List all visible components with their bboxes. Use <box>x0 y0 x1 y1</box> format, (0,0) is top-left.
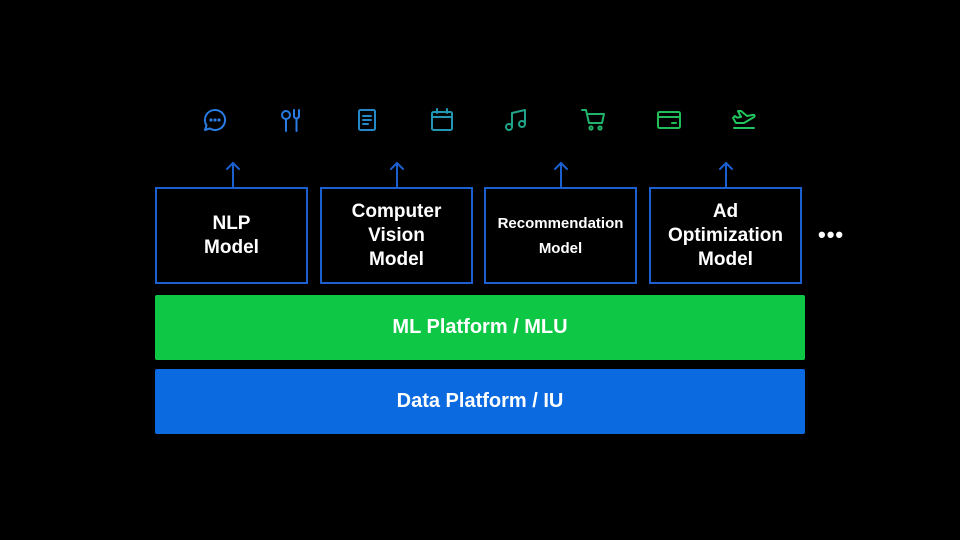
nlp-model-box: NLP Model <box>155 187 308 284</box>
music-note-icon <box>503 107 529 133</box>
data-platform-bar: Data Platform / IU <box>155 369 805 434</box>
chat-bubble-icon <box>202 107 228 133</box>
airplane-icon <box>731 107 757 133</box>
shopping-cart-icon <box>581 107 607 133</box>
fork-knife-icon <box>278 107 304 133</box>
computer-vision-model-box: Computer Vision Model <box>320 187 473 284</box>
data-platform-label: Data Platform / IU <box>396 390 564 412</box>
recommendation-model-box: Recommendation Model <box>484 187 637 284</box>
computer-vision-model-label: Computer Vision Model <box>351 200 442 270</box>
ml-platform-label: ML Platform / MLU <box>392 316 568 338</box>
arrow-up-cv <box>387 160 407 188</box>
recommendation-model-label: Recommendation Model <box>497 214 624 257</box>
document-icon <box>354 107 380 133</box>
ad-optimization-model-label: Ad Optimization Model <box>667 200 784 270</box>
more-models-ellipsis: ••• <box>818 222 845 247</box>
arrow-up-ad <box>716 160 736 188</box>
nlp-model-label: NLP Model <box>204 212 259 258</box>
calendar-icon <box>429 107 455 133</box>
credit-card-icon <box>656 107 682 133</box>
arrow-up-nlp <box>223 160 243 188</box>
ml-platform-bar: ML Platform / MLU <box>155 295 805 360</box>
arrow-up-recommendation <box>551 160 571 188</box>
ad-optimization-model-box: Ad Optimization Model <box>649 187 802 284</box>
